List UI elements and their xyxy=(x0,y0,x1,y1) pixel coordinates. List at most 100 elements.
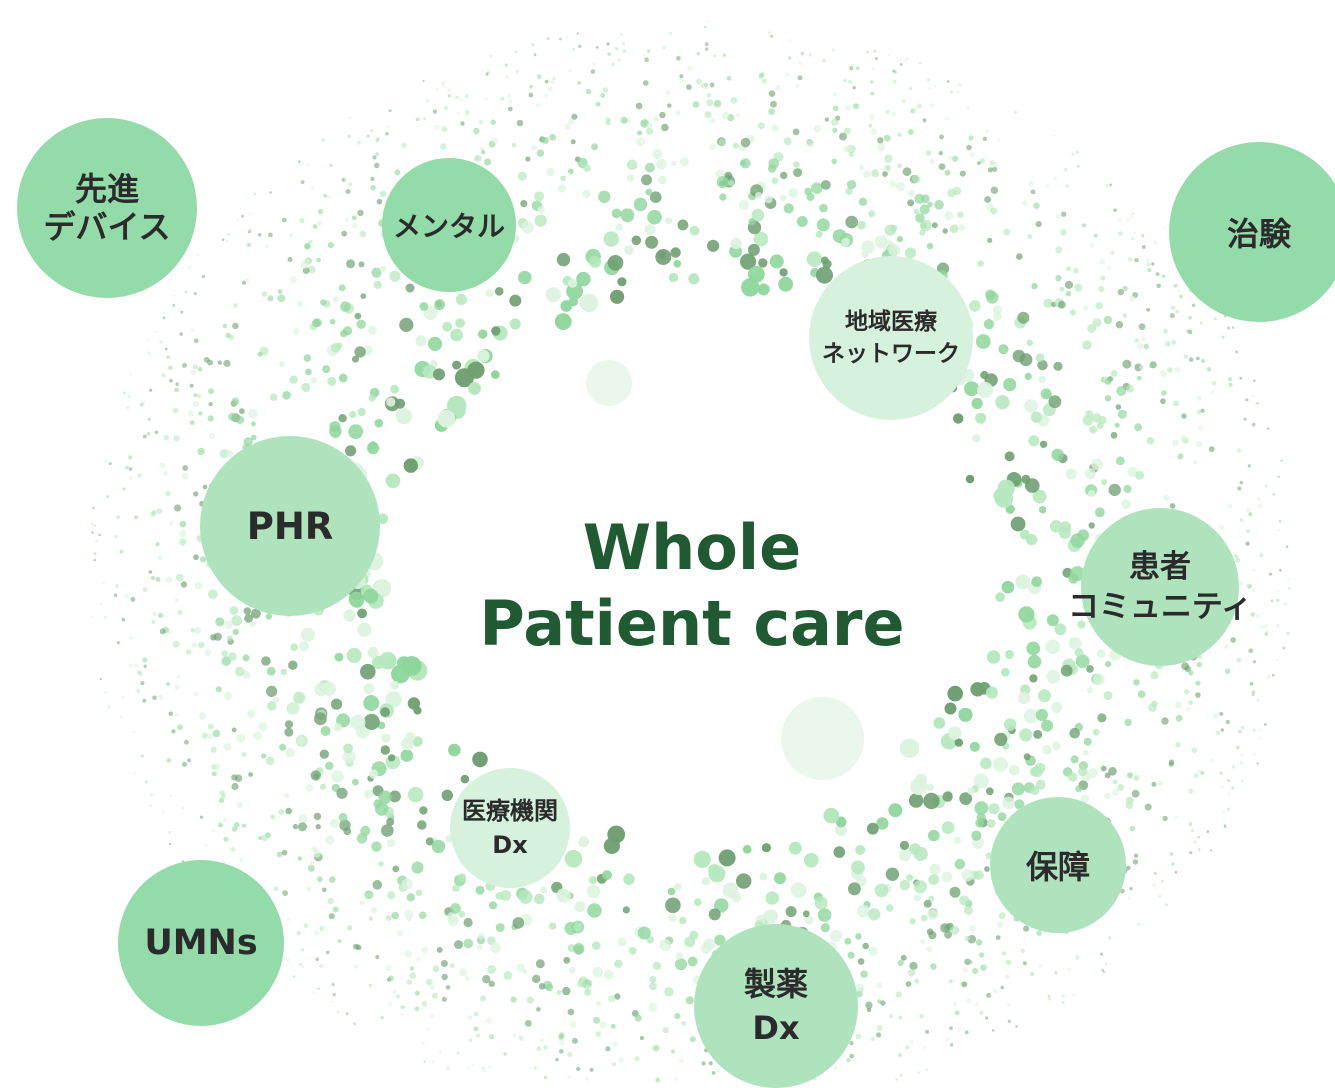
decorative-dot xyxy=(1129,826,1135,832)
decorative-dot xyxy=(350,714,366,731)
decorative-dot xyxy=(1230,637,1236,643)
decorative-dot xyxy=(988,803,1000,815)
decorative-dot xyxy=(718,849,736,867)
decorative-dot xyxy=(226,635,233,642)
decorative-dot xyxy=(419,806,428,815)
decorative-dot xyxy=(1073,267,1079,274)
decorative-dot xyxy=(928,829,940,842)
decorative-dot xyxy=(555,1057,559,1062)
decorative-dot xyxy=(1134,423,1143,432)
decorative-dot xyxy=(346,647,362,663)
decorative-dot xyxy=(953,1001,958,1006)
decorative-dot xyxy=(455,318,465,328)
decorative-dot xyxy=(1161,274,1166,279)
decorative-dot xyxy=(464,94,469,98)
decorative-dot xyxy=(896,236,904,243)
decorative-dot xyxy=(1122,359,1132,369)
decorative-dot xyxy=(91,531,94,534)
decorative-dot xyxy=(832,127,838,133)
decorative-dot xyxy=(485,289,494,298)
decorative-dot xyxy=(751,208,765,222)
decorative-dot xyxy=(1212,381,1217,386)
decorative-dot xyxy=(822,58,826,63)
decorative-dot xyxy=(253,192,257,196)
decorative-dot xyxy=(231,782,239,791)
decorative-dot xyxy=(963,905,974,915)
decorative-dot xyxy=(948,726,962,740)
decorative-dot xyxy=(1086,687,1093,694)
decorative-dot xyxy=(565,35,569,39)
decorative-dot xyxy=(714,898,729,913)
decorative-dot xyxy=(895,181,906,192)
decorative-dot xyxy=(985,787,994,796)
decorative-dot xyxy=(180,581,188,588)
decorative-dot xyxy=(1218,524,1225,531)
decorative-dot xyxy=(1224,825,1227,829)
decorative-dot xyxy=(806,251,823,267)
decorative-dot xyxy=(662,45,666,50)
decorative-dot xyxy=(445,985,451,990)
decorative-dot xyxy=(873,49,877,53)
decorative-dot xyxy=(925,1068,928,1071)
decorative-dot xyxy=(1135,470,1145,480)
decorative-dot xyxy=(610,1023,616,1029)
decorative-dot xyxy=(614,959,623,968)
decorative-dot xyxy=(1113,208,1117,212)
decorative-dot xyxy=(693,850,711,869)
decorative-dot xyxy=(296,300,303,307)
decorative-dot xyxy=(948,155,953,160)
decorative-dot xyxy=(938,151,943,156)
decorative-dot xyxy=(1238,729,1242,734)
decorative-dot xyxy=(427,336,443,351)
decorative-dot xyxy=(1015,1025,1018,1028)
decorative-dot xyxy=(678,1058,684,1064)
decorative-dot xyxy=(595,46,599,49)
decorative-dot xyxy=(870,91,875,96)
decorative-dot xyxy=(1214,317,1217,321)
decorative-dot xyxy=(577,979,586,988)
decorative-dot xyxy=(870,80,874,84)
decorative-dot xyxy=(1070,533,1085,548)
decorative-dot xyxy=(780,171,788,180)
decorative-dot xyxy=(887,53,890,57)
decorative-dot xyxy=(885,109,890,115)
decorative-dot xyxy=(1197,848,1201,851)
decorative-dot xyxy=(659,111,666,119)
decorative-dot xyxy=(788,841,802,855)
decorative-dot xyxy=(906,874,914,882)
decorative-dot xyxy=(401,142,407,148)
decorative-dot xyxy=(455,95,459,99)
decorative-dot xyxy=(1110,370,1118,377)
decorative-dot xyxy=(359,230,367,238)
decorative-dot xyxy=(688,273,700,285)
decorative-dot xyxy=(1014,111,1017,114)
decorative-dot xyxy=(979,952,985,958)
decorative-dot xyxy=(317,876,323,883)
decorative-dot xyxy=(386,817,395,826)
decorative-dot xyxy=(1069,309,1077,316)
decorative-dot xyxy=(1174,815,1179,820)
decorative-dot xyxy=(129,663,133,668)
decorative-dot xyxy=(568,118,575,125)
decorative-dot xyxy=(1017,311,1030,324)
decorative-dot xyxy=(144,780,148,784)
decorative-dot xyxy=(1063,167,1068,172)
decorative-dot xyxy=(319,749,329,759)
decorative-dot xyxy=(905,58,909,61)
decorative-dot xyxy=(980,370,989,380)
decorative-dot xyxy=(188,265,191,269)
decorative-dot xyxy=(719,193,727,201)
decorative-dot xyxy=(1075,654,1090,669)
decorative-dot xyxy=(705,47,709,51)
decorative-dot xyxy=(187,410,194,417)
decorative-dot xyxy=(175,382,179,386)
decorative-dot xyxy=(373,162,380,169)
decorative-dot xyxy=(231,615,243,626)
decorative-dot xyxy=(839,132,847,141)
decorative-dot xyxy=(893,70,897,74)
decorative-dot xyxy=(409,966,414,971)
decorative-dot xyxy=(201,274,205,279)
decorative-dot xyxy=(518,270,532,285)
decorative-dot xyxy=(366,134,370,138)
decorative-dot xyxy=(730,237,742,250)
